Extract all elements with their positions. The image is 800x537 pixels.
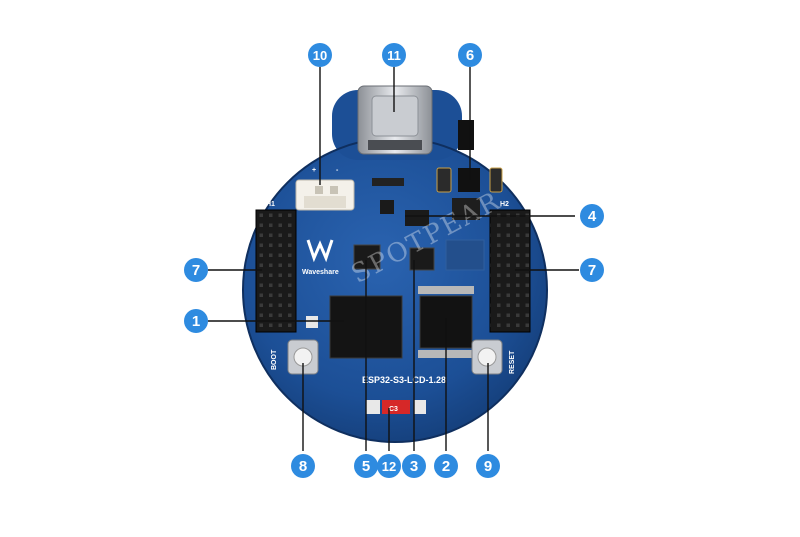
callout-1: 1	[184, 309, 208, 333]
boot-button: BOOT	[271, 339, 319, 375]
bottom-components: C3	[366, 400, 426, 414]
battery-connector: + -	[295, 167, 355, 211]
callout-number: 2	[442, 458, 450, 475]
pin-header-right: H2	[489, 201, 531, 333]
usb-c-connector	[357, 85, 433, 155]
waveshare-logo: Waveshare	[302, 239, 339, 276]
boot-label: BOOT	[271, 349, 278, 370]
callout-8: 8	[291, 454, 315, 478]
callout-number: 8	[299, 458, 307, 475]
callout-number: 7	[192, 262, 200, 279]
callout-number: 6	[466, 47, 474, 64]
callout-number: 4	[588, 208, 597, 225]
callout-circle	[184, 309, 208, 333]
callout-7l: 7	[184, 258, 208, 282]
callout-9: 9	[476, 454, 500, 478]
callout-number: 5	[362, 458, 370, 475]
callout-circle	[377, 454, 401, 478]
callout-5: 5	[354, 454, 378, 478]
callout-circle	[291, 454, 315, 478]
callout-6: 6	[458, 43, 482, 67]
callout-circle	[184, 258, 208, 282]
callout-markers: 10 11 6 4 7 7 1 8 5 12 3 2 9	[184, 43, 604, 478]
leader-lines	[208, 67, 579, 451]
battery-minus-label: -	[336, 167, 339, 174]
callout-number: 10	[313, 48, 327, 63]
callout-number: 1	[192, 313, 200, 330]
callout-4: 4	[580, 204, 604, 228]
callout-circle	[434, 454, 458, 478]
battery-plus-label: +	[312, 167, 316, 174]
callout-number: 9	[484, 458, 492, 475]
callout-circle	[354, 454, 378, 478]
reset-button: RESET	[471, 339, 516, 375]
callout-circle	[382, 43, 406, 67]
callout-circle	[458, 43, 482, 67]
callout-number: 7	[588, 262, 596, 279]
callout-7r: 7	[580, 258, 604, 282]
callout-10: 10	[308, 43, 332, 67]
board-name-label: ESP32-S3-LCD-1.28	[362, 375, 446, 385]
callout-circle	[580, 258, 604, 282]
callout-number: 12	[382, 459, 396, 474]
callout-12: 12	[377, 454, 401, 478]
pin-header-left: H1	[255, 201, 297, 333]
header-left-label: H1	[266, 201, 275, 208]
callout-number: 3	[410, 458, 418, 475]
component-c3-label: C3	[389, 406, 398, 413]
callout-circle	[308, 43, 332, 67]
header-right-label: H2	[500, 201, 509, 208]
callout-3: 3	[402, 454, 426, 478]
callout-circle	[476, 454, 500, 478]
callout-number: 11	[387, 48, 401, 63]
callout-circle	[402, 454, 426, 478]
callout-11: 11	[382, 43, 406, 67]
brand-label: Waveshare	[302, 269, 339, 276]
reset-label: RESET	[509, 350, 516, 374]
callout-2: 2	[434, 454, 458, 478]
callout-circle	[580, 204, 604, 228]
